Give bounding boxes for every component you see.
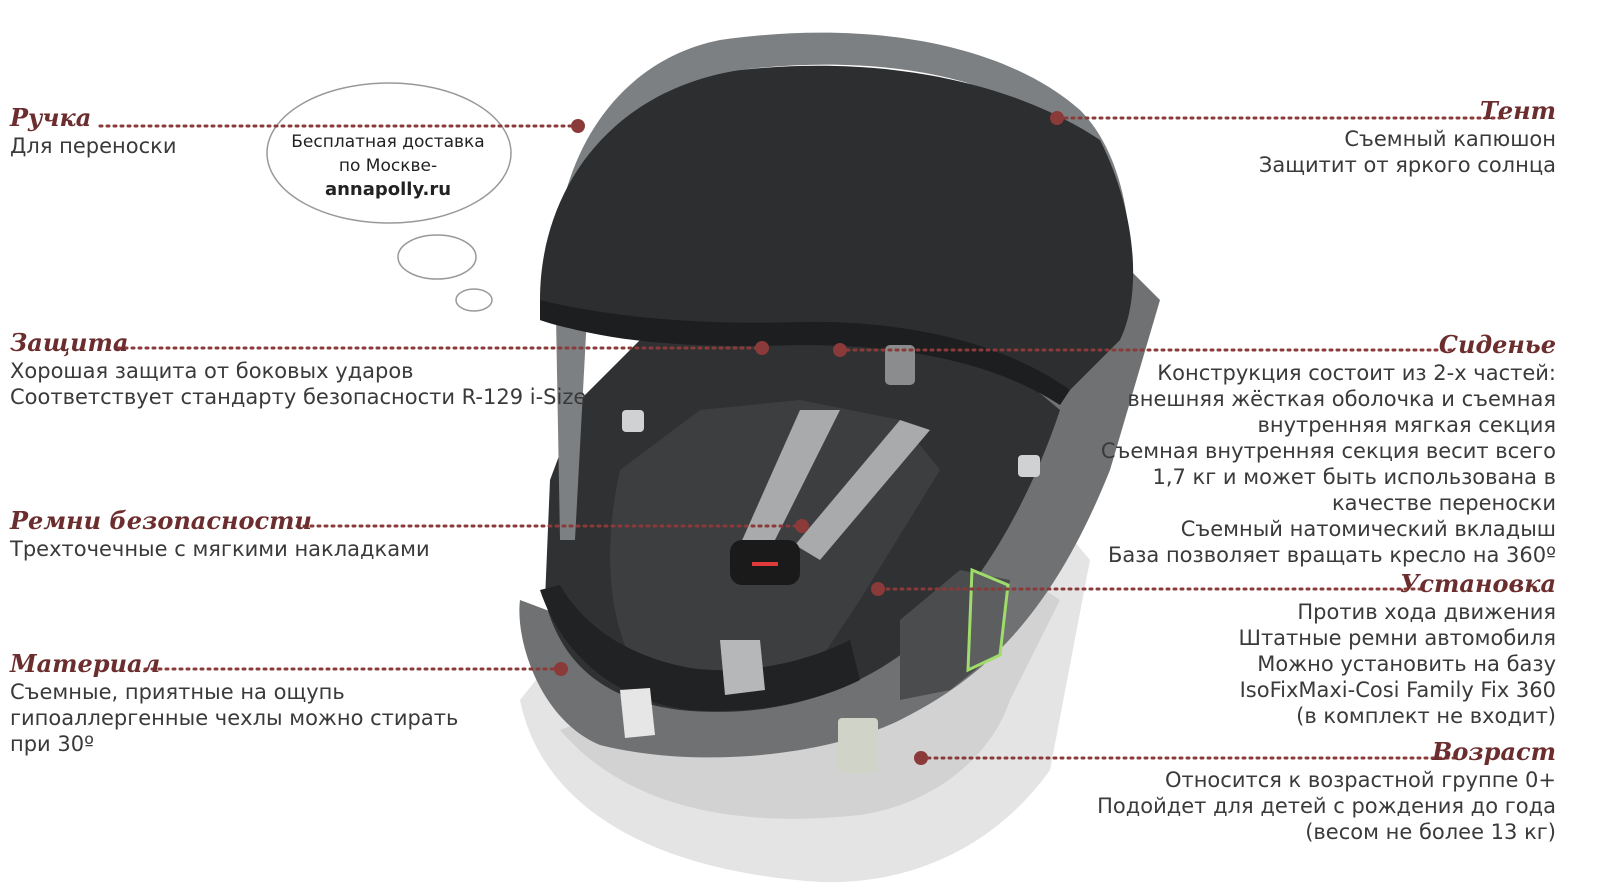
feature-handle: Ручка Для переноски xyxy=(10,103,177,159)
feature-line: Защитит от яркого солнца xyxy=(1258,153,1556,177)
feature-line: Трехточечные с мягкими накладками xyxy=(10,537,430,561)
feature-material: Материал Съемные, приятные на ощупь гипо… xyxy=(10,649,458,757)
feature-title: Защита xyxy=(10,328,129,357)
dot-canopy xyxy=(1050,111,1064,125)
feature-line: Конструкция состоит из 2-х частей: xyxy=(1157,361,1556,385)
feature-age: Возраст Относится к возрастной группе 0+… xyxy=(1097,737,1556,845)
feature-line: (весом не более 13 кг) xyxy=(1305,820,1556,844)
dot-belts xyxy=(795,519,809,533)
feature-line: (в комплект не входит) xyxy=(1296,704,1556,728)
feature-title: Установка xyxy=(1399,569,1556,598)
feature-line: Против хода движения xyxy=(1297,600,1556,624)
delivery-bubble-text: Бесплатная доставка по Москве- annapolly… xyxy=(268,130,508,202)
feature-title: Тент xyxy=(1479,96,1556,125)
dot-installation xyxy=(871,582,885,596)
dot-seat xyxy=(833,343,847,357)
car-seat-image xyxy=(519,32,1160,883)
bubble-line-1: Бесплатная доставка xyxy=(291,132,485,152)
feature-line: Относится к возрастной группе 0+ xyxy=(1164,768,1556,792)
dot-protection xyxy=(755,341,769,355)
feature-line: База позволяет вращать кресло на 360º xyxy=(1107,543,1556,567)
feature-line: IsoFixMaxi-Cosi Family Fix 360 xyxy=(1239,678,1556,702)
bubble-site-link[interactable]: annapolly.ru xyxy=(324,179,452,200)
feature-seat: Сиденье Конструкция состоит из 2-х часте… xyxy=(1101,330,1556,568)
thought-bubble-tiny xyxy=(455,288,493,312)
feature-line: Съемная внутренняя секция весит всего xyxy=(1100,439,1556,463)
feature-line: Съемный натомический вкладыш xyxy=(1180,517,1556,541)
feature-title: Возраст xyxy=(1432,737,1556,766)
feature-line: Штатные ремни автомобиля xyxy=(1238,626,1556,650)
feature-line: Подойдет для детей с рождения до года xyxy=(1097,794,1556,818)
feature-line: 1,7 кг и может быть использована в xyxy=(1152,465,1556,489)
feature-line: Для переноски xyxy=(10,134,177,158)
feature-title: Материал xyxy=(10,649,161,678)
feature-protection: Защита Хорошая защита от боковых ударов … xyxy=(10,328,586,410)
feature-title: Сиденье xyxy=(1438,330,1556,359)
feature-title: Ручка xyxy=(10,103,92,132)
feature-belts: Ремни безопасности Трехточечные с мягким… xyxy=(10,506,430,562)
feature-line: внешняя жёсткая оболочка и съемная xyxy=(1127,387,1556,411)
feature-line: качестве переноски xyxy=(1332,491,1556,515)
thought-bubble xyxy=(266,82,512,224)
feature-line: внутренняя мягкая секция xyxy=(1257,413,1556,437)
feature-line: Съемные, приятные на ощупь xyxy=(10,680,345,704)
feature-line: Хорошая защита от боковых ударов xyxy=(10,359,414,383)
dot-age xyxy=(914,751,928,765)
thought-bubble-small xyxy=(397,234,477,280)
feature-line: при 30º xyxy=(10,732,94,756)
feature-line: Можно установить на базу xyxy=(1257,652,1556,676)
feature-line: Съемный капюшон xyxy=(1344,127,1556,151)
feature-line: Соответствует стандарту безопасности R-1… xyxy=(10,385,587,409)
feature-line: гипоаллергенные чехлы можно стирать xyxy=(10,706,459,730)
feature-canopy: Тент Съемный капюшон Защитит от яркого с… xyxy=(1259,96,1556,178)
dot-material xyxy=(554,662,568,676)
feature-title: Ремни безопасности xyxy=(10,506,312,535)
dot-handle xyxy=(571,119,585,133)
feature-installation: Установка Против хода движения Штатные р… xyxy=(1238,569,1556,729)
bubble-line-2: по Москве- xyxy=(338,156,438,176)
